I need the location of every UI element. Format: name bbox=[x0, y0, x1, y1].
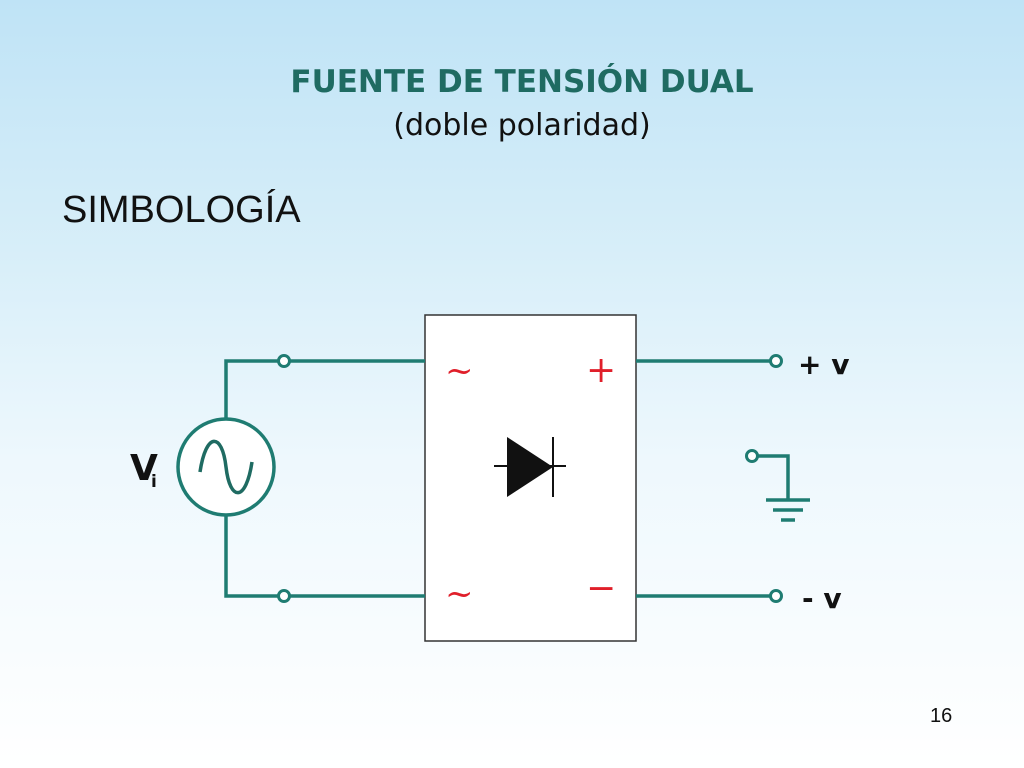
source-bottom-wire bbox=[224, 515, 279, 598]
section-heading: SIMBOLOGÍA bbox=[62, 189, 301, 231]
rectifier-box bbox=[424, 314, 637, 642]
input-terminal-top bbox=[277, 354, 291, 368]
output-terminal-minus bbox=[769, 589, 783, 603]
source-label-subscript: i bbox=[151, 472, 157, 492]
ac-symbol-bottom: ~ bbox=[445, 574, 474, 614]
output-plus-label: + v bbox=[798, 348, 849, 381]
input-terminal-bottom bbox=[277, 589, 291, 603]
plus-symbol: + bbox=[586, 350, 616, 391]
source-top-wire bbox=[224, 359, 279, 418]
ac-symbol-top: ~ bbox=[445, 351, 474, 391]
minus-symbol: − bbox=[586, 568, 616, 609]
slide-title: FUENTE DE TENSIÓN DUAL bbox=[290, 64, 754, 100]
output-minus-label: - v bbox=[802, 582, 842, 615]
slide-subtitle: (doble polaridad) bbox=[393, 108, 651, 143]
page-number: 16 bbox=[930, 705, 953, 727]
source-label: V bbox=[130, 448, 158, 489]
ground-icon bbox=[745, 449, 810, 522]
output-terminal-plus bbox=[769, 354, 783, 368]
diode-icon bbox=[494, 437, 566, 497]
ac-source-icon bbox=[176, 417, 276, 517]
